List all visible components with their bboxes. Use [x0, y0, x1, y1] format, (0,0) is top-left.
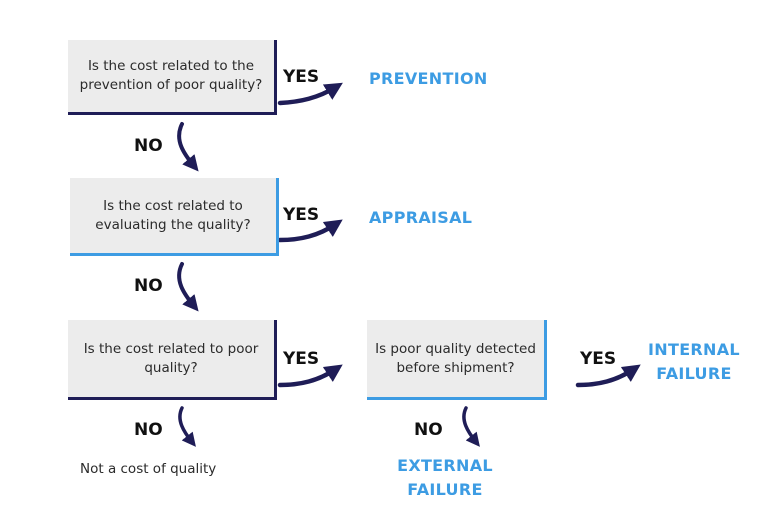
question-appraisal-text: Is the cost related to evaluating the qu… [95, 197, 251, 233]
question-box-prevention: Is the cost related to the prevention of… [68, 40, 277, 115]
no-label-3: NO [134, 420, 163, 440]
no-label-1: NO [134, 136, 163, 156]
internal-failure-line1: INTERNAL [648, 340, 740, 359]
yes-label-3: YES [283, 349, 320, 369]
no-arrow-3 [178, 406, 196, 447]
outcome-internal-failure: INTERNAL FAILURE [644, 338, 744, 386]
question-box-appraisal: Is the cost related to evaluating the qu… [70, 178, 279, 256]
external-failure-line2: FAILURE [407, 480, 483, 499]
outcome-appraisal: APPRAISAL [369, 208, 473, 227]
yes-arrow-3 [277, 364, 343, 388]
outcome-not-cost-of-quality: Not a cost of quality [80, 461, 217, 477]
no-label-2: NO [134, 276, 163, 296]
question-box-poor-quality: Is the cost related to poor quality? [68, 320, 277, 400]
yes-arrow-2 [277, 219, 343, 243]
yes-label-1: YES [283, 67, 320, 87]
yes-arrow-4 [575, 364, 641, 388]
outcome-prevention: PREVENTION [369, 69, 488, 88]
no-arrow-2 [177, 262, 199, 312]
no-label-4: NO [414, 420, 443, 440]
no-arrow-1 [177, 122, 199, 172]
no-arrow-4 [462, 406, 480, 447]
outcome-external-failure: EXTERNAL FAILURE [394, 454, 496, 502]
yes-label-2: YES [283, 205, 320, 225]
internal-failure-line2: FAILURE [656, 364, 732, 383]
yes-arrow-1 [277, 82, 343, 106]
yes-label-4: YES [580, 349, 617, 369]
external-failure-line1: EXTERNAL [397, 456, 493, 475]
question-prevention-text: Is the cost related to the prevention of… [79, 58, 263, 93]
question-detected-text: Is poor quality detected before shipment… [375, 340, 536, 376]
question-box-detected: Is poor quality detected before shipment… [367, 320, 547, 400]
question-poor-quality-text: Is the cost related to poor quality? [83, 340, 259, 376]
